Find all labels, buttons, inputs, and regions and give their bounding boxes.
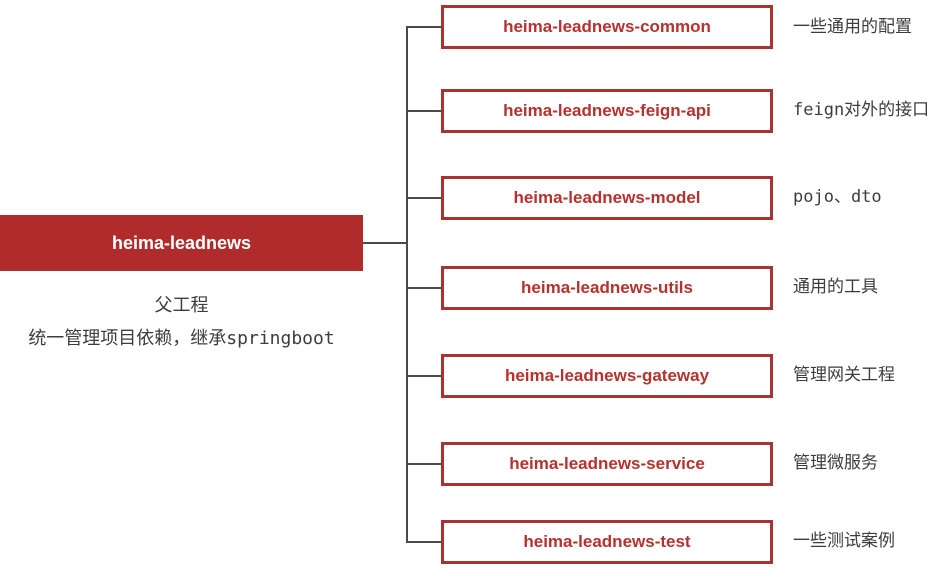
child-note-model: pojo、dto xyxy=(793,187,882,207)
child-node-feign-api: heima-leadnews-feign-api xyxy=(441,89,773,133)
child-note-service: 管理微服务 xyxy=(793,453,878,473)
connector-branch-service xyxy=(407,463,441,465)
child-node-utils: heima-leadnews-utils xyxy=(441,266,773,310)
child-note-common: 一些通用的配置 xyxy=(793,17,912,37)
connector-branch-feign-api xyxy=(407,110,441,112)
root-node: heima-leadnews xyxy=(0,215,363,271)
child-note-test: 一些测试案例 xyxy=(793,531,895,551)
connector-branch-test xyxy=(407,541,441,543)
child-node-gateway: heima-leadnews-gateway xyxy=(441,354,773,398)
root-caption-line1: 父工程 xyxy=(154,295,209,316)
connector-branch-gateway xyxy=(407,375,441,377)
connector-trunk-line xyxy=(406,26,408,543)
child-node-model: heima-leadnews-model xyxy=(441,176,773,220)
connector-branch-utils xyxy=(407,287,441,289)
child-node-common: heima-leadnews-common xyxy=(441,5,773,49)
child-note-utils: 通用的工具 xyxy=(793,277,878,297)
child-note-feign-api: feign对外的接口 xyxy=(793,100,930,120)
connector-branch-model xyxy=(407,197,441,199)
child-node-service: heima-leadnews-service xyxy=(441,442,773,486)
child-note-gateway: 管理网关工程 xyxy=(793,365,895,385)
child-node-test: heima-leadnews-test xyxy=(441,520,773,564)
root-caption-line2: 统一管理项目依赖，继承springboot xyxy=(28,328,335,349)
connector-branch-common xyxy=(407,26,441,28)
connector-root-line xyxy=(363,242,406,244)
